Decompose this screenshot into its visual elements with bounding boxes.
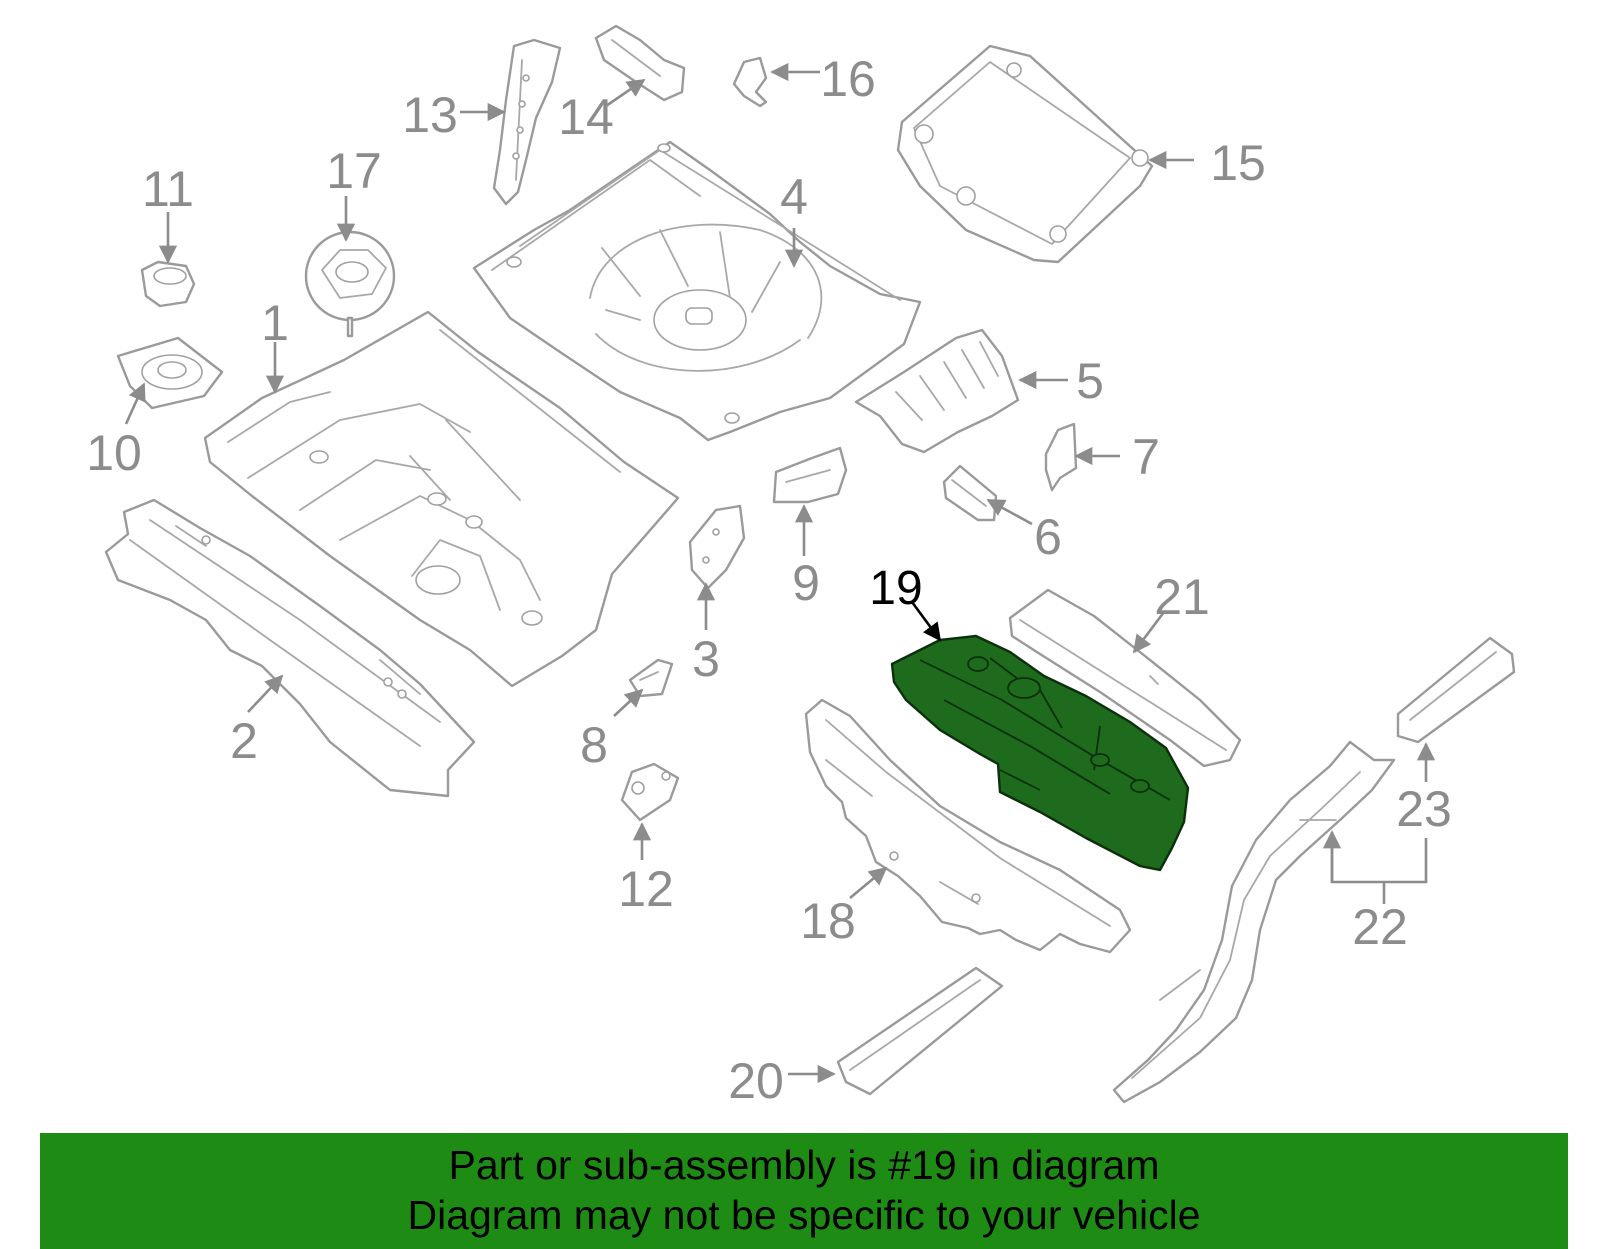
callout-22: 22 — [1352, 899, 1408, 955]
callout-19: 19 — [869, 562, 922, 615]
callout-13: 13 — [402, 87, 458, 143]
part-20-rail — [836, 966, 1004, 1096]
banner-line-part-info: Part or sub-assembly is #19 in diagram — [448, 1142, 1160, 1188]
callout-17: 17 — [326, 143, 382, 199]
callout-9: 9 — [792, 555, 820, 611]
part-23-bracket — [1396, 636, 1516, 744]
part-16-clip — [732, 56, 768, 108]
part-9-bracket — [772, 446, 848, 504]
callout-20: 20 — [728, 1053, 784, 1109]
part-7-bracket — [1044, 422, 1078, 492]
banner-line-disclaimer: Diagram may not be specific to your vehi… — [407, 1192, 1201, 1238]
callout-15: 15 — [1210, 135, 1266, 191]
callout-3: 3 — [692, 631, 720, 687]
part-3-bracket — [688, 504, 746, 590]
callout-10: 10 — [86, 425, 142, 481]
callout-1: 1 — [261, 295, 289, 351]
part-19-highlighted — [890, 634, 1190, 872]
callout-21: 21 — [1154, 569, 1210, 625]
part-8-bracket — [628, 658, 674, 698]
callout-7: 7 — [1132, 429, 1160, 485]
part-12-mount — [620, 762, 680, 822]
callout-16: 16 — [820, 51, 876, 107]
part-14-bracket — [594, 24, 686, 102]
info-banner: Part or sub-assembly is #19 in diagram D… — [40, 1133, 1568, 1249]
part-1-rear-floor-pan — [203, 310, 680, 688]
leader-lines — [124, 62, 1436, 1084]
callout-8: 8 — [580, 717, 608, 773]
part-13-pillar — [492, 38, 562, 206]
callout-4: 4 — [780, 169, 808, 225]
callout-12: 12 — [618, 861, 674, 917]
part-2-crossmember — [104, 498, 476, 798]
callout-14: 14 — [558, 89, 614, 145]
part-4-spare-tire-floor — [472, 140, 922, 442]
callout-18: 18 — [800, 893, 856, 949]
part-6-bracket — [942, 464, 998, 522]
callout-11: 11 — [142, 161, 194, 217]
part-5-panel — [854, 328, 1020, 454]
callout-labels: 1 2 3 4 5 6 7 8 9 10 11 12 13 14 15 16 1… — [86, 51, 1452, 1109]
part-10-speaker — [116, 336, 224, 410]
part-21-crossmember — [1008, 588, 1242, 768]
callout-5: 5 — [1076, 353, 1104, 409]
callout-2: 2 — [230, 713, 258, 769]
callout-6: 6 — [1034, 509, 1062, 565]
part-15-access-panel — [896, 44, 1154, 264]
part-17-jack-holder — [304, 230, 396, 338]
callout-23: 23 — [1396, 781, 1452, 837]
part-11-plug — [140, 260, 196, 308]
part-18-crossmember — [804, 698, 1132, 954]
